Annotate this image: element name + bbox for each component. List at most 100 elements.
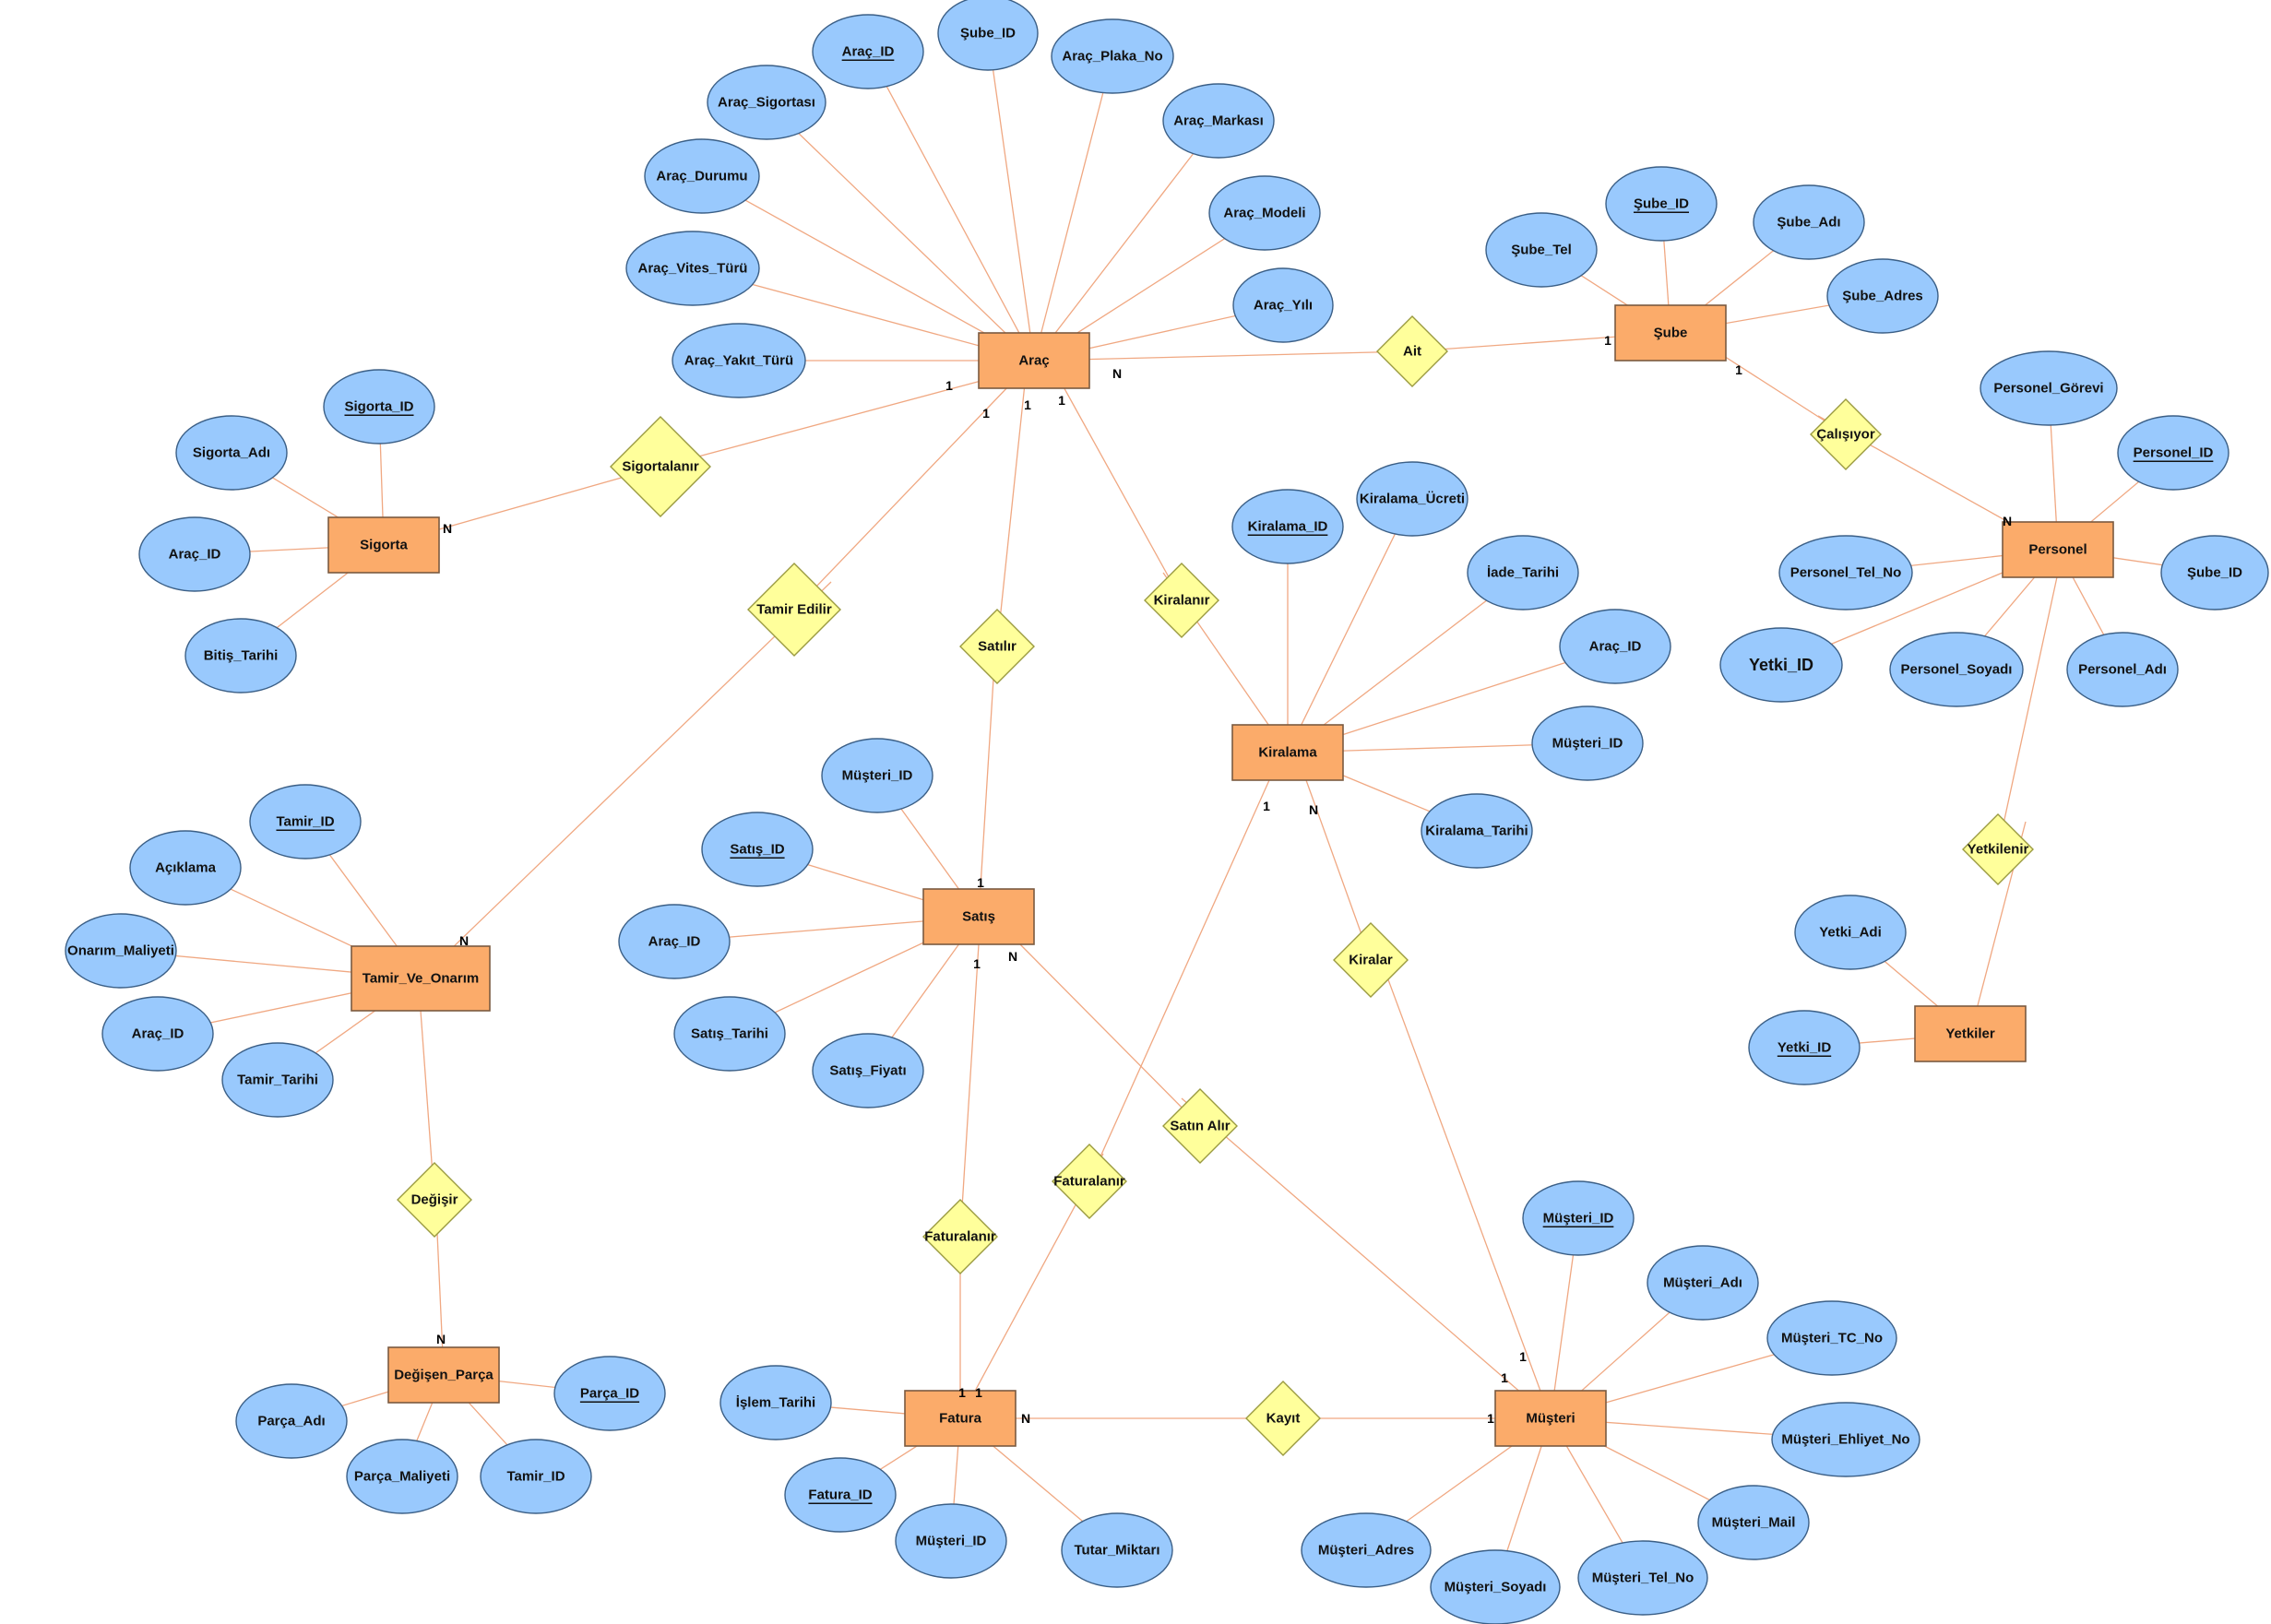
entity-satis[interactable]: Satış — [922, 888, 1035, 945]
attribute-a-mus-mail[interactable]: Müşteri_Mail — [1697, 1485, 1810, 1560]
attribute-a-sat-tarihi[interactable]: Satış_Tarihi — [673, 996, 786, 1072]
attribute-a-arac-yakit[interactable]: Araç_Yakıt_Türü — [672, 323, 806, 398]
attribute-a-mus-tel[interactable]: Müşteri_Tel_No — [1577, 1540, 1708, 1616]
attribute-a-mus-adres[interactable]: Müşteri_Adres — [1301, 1512, 1432, 1588]
relationship-satilir[interactable]: Satılır — [959, 609, 1035, 684]
entity-fatura[interactable]: Fatura — [904, 1390, 1017, 1447]
attribute-a-par-tamir-id[interactable]: Tamir_ID — [480, 1439, 592, 1514]
attribute-a-arac-yili[interactable]: Araç_Yılı — [1232, 267, 1334, 343]
attribute-a-mus-adi[interactable]: Müşteri_Adı — [1647, 1245, 1759, 1321]
attribute-a-per-yetki-id[interactable]: Yetki_ID — [1719, 627, 1843, 703]
attribute-a-par-maliyet[interactable]: Parça_Maliyeti — [346, 1439, 458, 1514]
key-attribute-a-mus-id[interactable]: Müşteri_ID — [1522, 1180, 1635, 1256]
key-attribute-a-sig-id[interactable]: Sigorta_ID — [323, 369, 435, 445]
relationship-yetkilenir[interactable]: Yetkilenir — [1962, 813, 2034, 885]
attribute-label: Müşteri_Adı — [1663, 1275, 1742, 1291]
attribute-label: Satış_Fiyatı — [829, 1063, 906, 1079]
attribute-a-kir-arac-id[interactable]: Araç_ID — [1559, 609, 1671, 684]
relationship-kiralar[interactable]: Kiralar — [1333, 922, 1409, 998]
attribute-label: Açıklama — [155, 860, 217, 876]
attribute-a-per-sube-id[interactable]: Şube_ID — [2160, 535, 2269, 610]
attribute-ellipse — [1421, 793, 1533, 869]
entity-musteri[interactable]: Müşteri — [1494, 1390, 1607, 1447]
attribute-a-fat-islem[interactable]: İşlem_Tarihi — [719, 1365, 832, 1440]
attribute-a-arac-durumu[interactable]: Araç_Durumu — [644, 138, 760, 214]
attribute-ellipse — [2117, 415, 2229, 491]
attribute-a-mus-tc[interactable]: Müşteri_TC_No — [1766, 1300, 1897, 1376]
attribute-a-sube-adi[interactable]: Şube_Adı — [1753, 184, 1865, 260]
cardinality-label: 1 — [977, 875, 984, 890]
entity-degisen[interactable]: Değişen_Parça — [387, 1346, 500, 1404]
relationship-diamond — [1962, 813, 2034, 885]
attribute-a-sig-arac-id[interactable]: Araç_ID — [138, 516, 251, 592]
attribute-label: Sigorta_ID — [344, 399, 413, 415]
attribute-a-par-adi[interactable]: Parça_Adı — [235, 1383, 348, 1459]
cardinality-label: N — [1309, 802, 1318, 817]
relationship-sigortalanir[interactable]: Sigortalanır — [610, 416, 711, 517]
key-attribute-a-per-id[interactable]: Personel_ID — [2117, 415, 2229, 491]
attribute-a-tam-arac-id[interactable]: Araç_ID — [101, 996, 214, 1072]
attribute-a-tam-aciklama[interactable]: Açıklama — [129, 830, 242, 906]
attribute-a-arac-markasi[interactable]: Araç_Markası — [1162, 83, 1275, 159]
entity-personel[interactable]: Personel — [2002, 521, 2114, 578]
cardinality-label: 1 — [1263, 799, 1270, 813]
key-attribute-a-par-id[interactable]: Parça_ID — [553, 1356, 666, 1431]
entity-sube[interactable]: Şube — [1614, 304, 1727, 362]
attribute-a-sat-arac-id[interactable]: Araç_ID — [618, 904, 731, 979]
relationship-degisir[interactable]: Değişir — [397, 1162, 472, 1238]
attribute-a-sat-mus-id[interactable]: Müşteri_ID — [821, 738, 933, 813]
key-attribute-a-tam-id[interactable]: Tamir_ID — [249, 784, 362, 859]
attribute-a-tam-tarihi[interactable]: Tamir_Tarihi — [221, 1042, 334, 1118]
attribute-a-per-soyadi[interactable]: Personel_Soyadı — [1889, 632, 2024, 707]
attribute-a-mus-ehliyet[interactable]: Müşteri_Ehliyet_No — [1771, 1402, 1920, 1477]
cardinality-label: 1 — [973, 956, 981, 971]
relationship-ait[interactable]: Ait — [1376, 315, 1448, 387]
relationship-kiralanir[interactable]: Kiralanır — [1144, 563, 1219, 638]
attribute-a-arac-sigortasi[interactable]: Araç_Sigortası — [707, 65, 826, 140]
attribute-a-sig-bitis[interactable]: Bitiş_Tarihi — [184, 618, 297, 693]
entity-yetkiler[interactable]: Yetkiler — [1914, 1005, 2027, 1062]
relationship-calisiyor[interactable]: Çalışıyor — [1810, 398, 1882, 470]
attribute-a-per-gorevi[interactable]: Personel_Görevi — [1980, 350, 2118, 426]
attribute-a-kir-tarihi[interactable]: Kiralama_Tarihi — [1421, 793, 1533, 869]
attribute-a-kir-mus-id[interactable]: Müşteri_ID — [1531, 705, 1644, 781]
relationship-kayit[interactable]: Kayıt — [1245, 1381, 1321, 1456]
key-attribute-a-arac-id[interactable]: Araç_ID — [812, 14, 924, 89]
attribute-a-arac-vites[interactable]: Araç_Vites_Türü — [625, 231, 760, 306]
key-attribute-a-sube-id[interactable]: Şube_ID — [1605, 166, 1718, 242]
entity-kiralama[interactable]: Kiralama — [1231, 724, 1344, 781]
key-attribute-a-kir-id[interactable]: Kiralama_ID — [1231, 489, 1344, 564]
attribute-a-arac-modeli[interactable]: Araç_Modeli — [1208, 175, 1321, 251]
relationship-tamir-edilir[interactable]: Tamir Edilir — [747, 563, 841, 657]
attribute-a-arac-plaka[interactable]: Araç_Plaka_No — [1051, 18, 1174, 94]
relationship-faturalanir-kir[interactable]: Faturalanır — [1052, 1144, 1127, 1219]
attribute-a-per-adi[interactable]: Personel_Adı — [2066, 632, 2179, 707]
relationship-faturalanir-sat[interactable]: Faturalanır — [922, 1199, 998, 1274]
attribute-a-fat-tutar[interactable]: Tutar_Miktarı — [1061, 1512, 1173, 1588]
entity-sigorta[interactable]: Sigorta — [327, 516, 440, 574]
attribute-a-arac-sube-id[interactable]: Şube_ID — [937, 0, 1039, 71]
relationship-satin-alir[interactable]: Satın Alır — [1162, 1088, 1238, 1164]
attribute-a-kir-iade[interactable]: İade_Tarihi — [1467, 535, 1579, 610]
attribute-a-sig-adi[interactable]: Sigorta_Adı — [175, 415, 288, 491]
entity-tamir[interactable]: Tamir_Ve_Onarım — [351, 945, 491, 1012]
attribute-label: Kiralama_Ücreti — [1360, 492, 1465, 507]
attribute-ellipse — [673, 996, 786, 1072]
key-attribute-a-fat-id[interactable]: Fatura_ID — [784, 1457, 897, 1533]
attribute-label: İade_Tarihi — [1487, 565, 1559, 581]
key-attribute-a-yet-id[interactable]: Yetki_ID — [1748, 1010, 1861, 1085]
relationship-diamond — [1144, 563, 1219, 638]
attribute-a-per-tel[interactable]: Personel_Tel_No — [1778, 535, 1913, 610]
attribute-a-sube-adres[interactable]: Şube_Adres — [1826, 258, 1939, 334]
attribute-a-sat-fiyati[interactable]: Satış_Fiyatı — [812, 1033, 924, 1108]
entity-arac[interactable]: Araç — [978, 332, 1090, 389]
attribute-label: Tamir_ID — [506, 1469, 565, 1485]
key-attribute-a-sat-id[interactable]: Satış_ID — [701, 812, 814, 887]
attribute-a-fat-mus-id[interactable]: Müşteri_ID — [895, 1503, 1007, 1579]
attribute-a-mus-soyadi[interactable]: Müşteri_Soyadı — [1430, 1549, 1561, 1624]
attribute-a-kir-ucret[interactable]: Kiralama_Ücreti — [1356, 461, 1468, 537]
attribute-a-sube-tel[interactable]: Şube_Tel — [1485, 212, 1598, 288]
attribute-ellipse — [129, 830, 242, 906]
attribute-a-yet-adi[interactable]: Yetki_Adi — [1794, 895, 1907, 970]
attribute-a-tam-maliyet[interactable]: Onarım_Maliyeti — [65, 913, 177, 989]
